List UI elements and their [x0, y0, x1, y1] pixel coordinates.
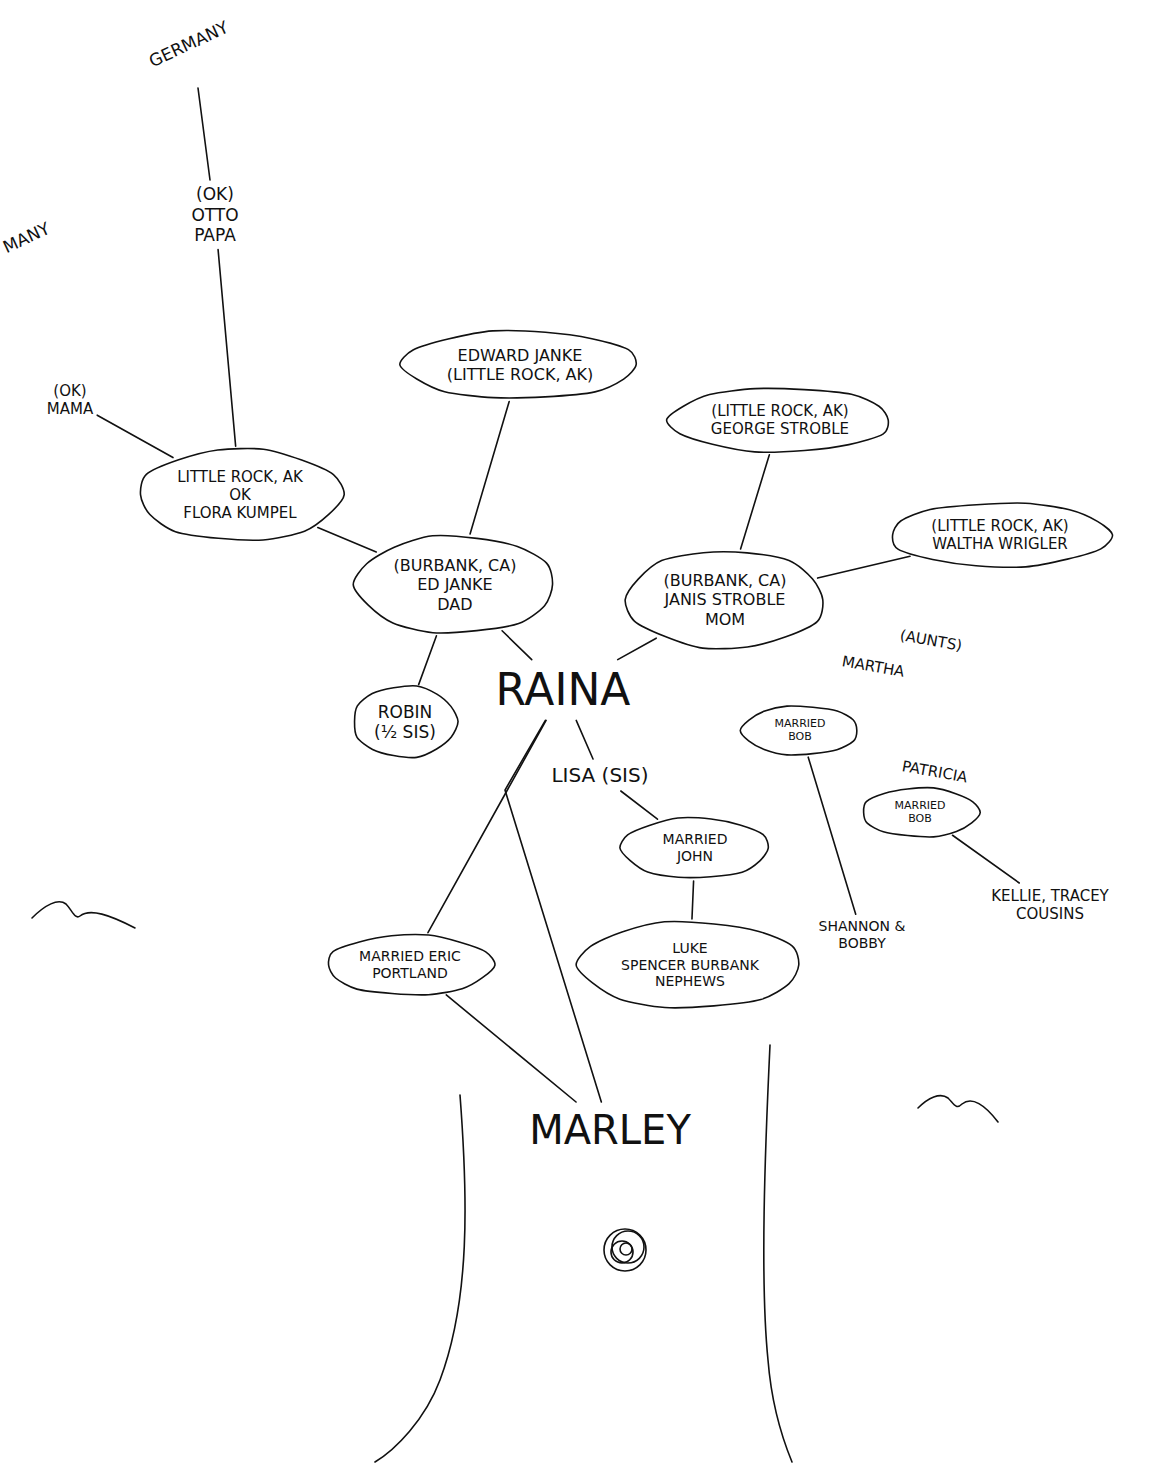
name-text: (BURBANK, CA) — [394, 556, 517, 575]
family-line — [446, 995, 576, 1102]
nephews-bubble: LUKESPENCER BURBANKNEPHEWS — [576, 919, 804, 1011]
place-label: PATRICIA — [900, 757, 968, 786]
name-text: OTTO — [191, 205, 238, 225]
name-text: JANIS STROBLE — [665, 590, 786, 609]
family-line — [576, 720, 593, 759]
scribble-knot — [604, 1229, 646, 1271]
name-text: DAD — [437, 595, 472, 614]
ancestor-bubble: (LITTLE ROCK, AK)WALTHA WRIGLER — [887, 500, 1114, 570]
name-text: LISA (SIS) — [551, 763, 648, 787]
bubble-path — [355, 686, 459, 758]
name-text: GEORGE STROBLE — [711, 420, 849, 438]
cousin-names: KELLIE, TRACEYCOUSINS — [987, 883, 1113, 927]
name-text: MOM — [705, 610, 745, 629]
marriage-bubble: MARRIED BOB — [859, 785, 982, 840]
marriage-bubble: MARRIED BOB — [739, 703, 862, 758]
name-text: (½ SIS) — [374, 722, 436, 742]
name-text: (LITTLE ROCK, AK) — [711, 402, 848, 420]
name-text: SHANNON & BOBBY — [817, 918, 907, 952]
place-label: (AUNTS) — [898, 626, 963, 655]
name-text: PAPA — [194, 225, 236, 245]
cousin-names: SHANNON & BOBBY — [813, 914, 911, 956]
place-label: MANY — [0, 218, 53, 257]
name-text: (OK) — [196, 184, 234, 204]
name-text: MARRIED BOB — [765, 717, 835, 743]
name-text: MAMA — [47, 400, 93, 418]
name-text: WALTHA WRIGLER — [932, 535, 1068, 553]
trunk-right — [764, 1045, 792, 1462]
bubble-path — [329, 935, 496, 995]
family-line — [808, 757, 855, 914]
family-line — [618, 638, 657, 659]
marriage-bubble: MARRIED JOHN — [618, 815, 772, 881]
name-text: ED JANKE — [417, 575, 492, 594]
name-text: MARLEY — [529, 1106, 691, 1154]
family-line — [470, 402, 509, 534]
name-text: COUSINS — [1016, 905, 1084, 923]
bubble-path — [625, 552, 823, 649]
leader-line — [198, 88, 210, 180]
bird — [32, 902, 135, 928]
name-text: PORTLAND — [372, 965, 448, 982]
place-label: GERMANY — [146, 17, 232, 71]
name-text: (OK) — [53, 382, 86, 400]
person-name: RAINA — [492, 660, 635, 721]
bubble-path — [740, 705, 857, 754]
ancestor-bubble: (LITTLE ROCK, AK)GEORGE STROBLE — [666, 385, 894, 455]
parent-bubble: (BURBANK, CA)JANIS STROBLEMOM — [623, 548, 828, 651]
trunk-left — [375, 1095, 465, 1462]
name-text: LITTLE ROCK, AK — [177, 468, 303, 486]
name-text: MARRIED BOB — [885, 799, 955, 825]
name-text: (LITTLE ROCK, AK) — [931, 517, 1068, 535]
bubble-path — [863, 787, 980, 836]
place-label: MARTHA — [840, 652, 905, 681]
name-text: FLORA KUMPEL — [183, 504, 296, 522]
name-text: OK — [229, 486, 251, 504]
name-text: EDWARD JANKE — [458, 346, 583, 365]
bubble-path — [400, 331, 636, 398]
marriage-bubble: MARRIED ERICPORTLAND — [324, 932, 496, 998]
ancestor-name: (OK)OTTOPAPA — [187, 180, 242, 249]
bubble-path — [140, 449, 344, 541]
parent-bubble: (BURBANK, CA)ED JANKEDAD — [353, 533, 558, 636]
name-text: (LITTLE ROCK, AK) — [447, 365, 593, 384]
sibling-bubble: ROBIN(½ SIS) — [350, 683, 460, 760]
bubble-path — [666, 389, 888, 453]
bubble-path — [353, 536, 552, 634]
family-line — [318, 528, 376, 552]
family-line — [428, 720, 546, 932]
bubble-path — [892, 503, 1112, 567]
name-text: MARRIED JOHN — [650, 831, 740, 865]
family-line — [97, 415, 173, 457]
bubble-path — [620, 818, 768, 878]
ancestor-bubble: LITTLE ROCK, AKOKFLORA KUMPEL — [136, 446, 345, 544]
family-line — [953, 835, 1020, 883]
name-text: MARRIED ERIC — [359, 948, 461, 965]
person-name: LISA (SIS) — [547, 759, 652, 791]
ancestor-name: (OK)MAMA — [43, 378, 97, 422]
name-text: (BURBANK, CA) — [664, 571, 787, 590]
family-line — [502, 631, 532, 660]
name-text: KELLIE, TRACEY — [991, 887, 1109, 905]
family-line — [741, 455, 770, 549]
name-text: SPENCER BURBANK — [621, 957, 759, 974]
family-line — [818, 556, 910, 578]
name-text: RAINA — [496, 664, 631, 717]
family-line — [419, 636, 437, 685]
family-line — [621, 791, 658, 819]
family-line — [692, 881, 694, 919]
name-text: ROBIN — [378, 702, 433, 722]
name-text: NEPHEWS — [655, 973, 725, 990]
person-name: MARLEY — [525, 1102, 695, 1158]
bird — [918, 1096, 998, 1122]
bubble-path — [576, 921, 799, 1007]
ancestor-bubble: EDWARD JANKE(LITTLE ROCK, AK) — [399, 328, 640, 401]
name-text: LUKE — [672, 940, 707, 957]
family-line — [218, 250, 236, 447]
